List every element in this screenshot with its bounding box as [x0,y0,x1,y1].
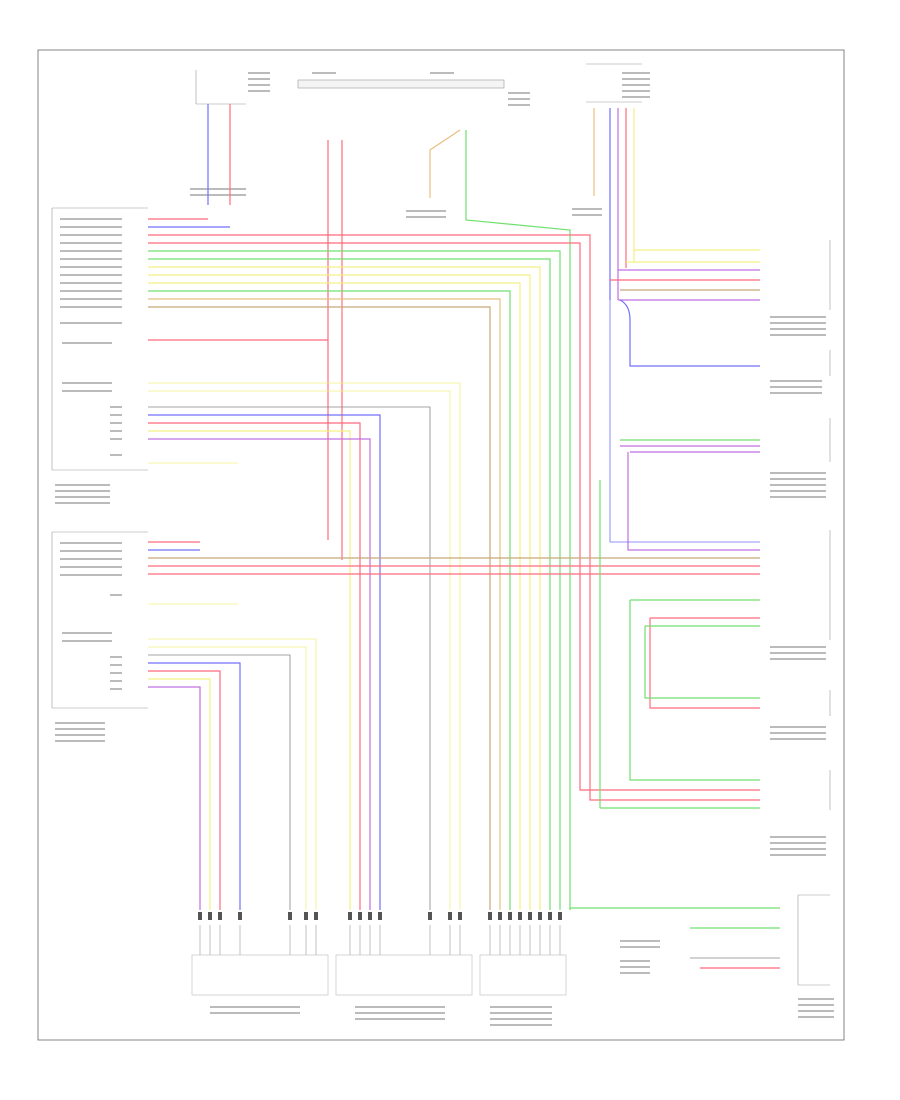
top-labels [190,72,650,218]
module-lower [51,531,148,742]
diagram-frame [37,49,845,1041]
connector-marks [198,912,562,920]
bottom-right-module [569,894,834,1018]
module-upper [51,207,148,504]
bottom-sensors [191,925,567,1026]
right-labels [770,316,826,856]
module-lower-wires [148,541,760,910]
module-upper-wires [148,218,760,910]
right-wires [599,249,760,809]
top-wires [207,104,635,910]
top-components [195,63,642,105]
